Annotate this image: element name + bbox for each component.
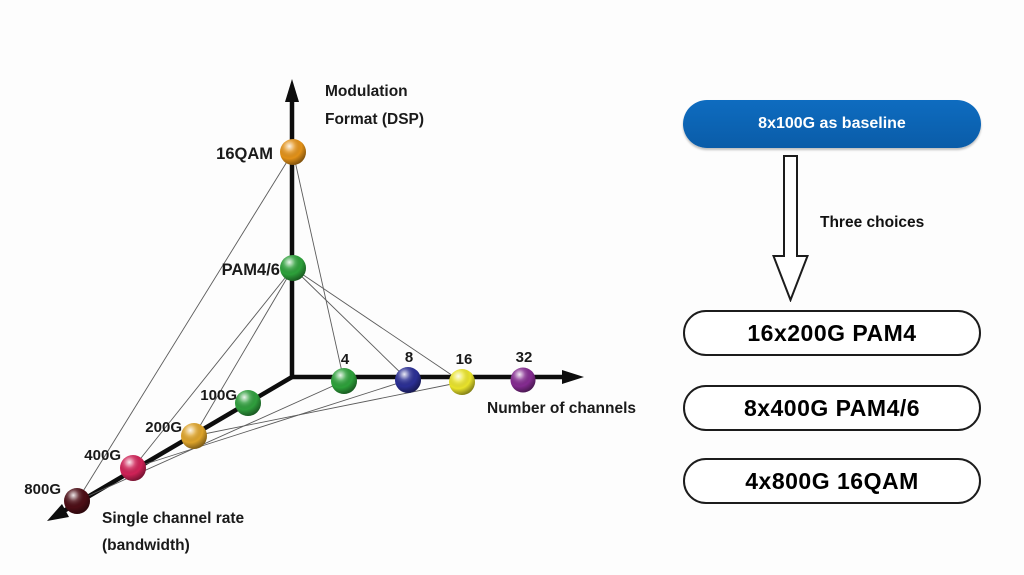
tick-4ch: 4 [341,351,350,368]
tick-32ch: 32 [516,349,533,366]
rate-point-400g [120,455,146,481]
diagonal-axis-label-line2: (bandwidth) [102,537,190,554]
channel-point-4 [331,368,357,394]
vertical-axis-label-line2: Format (DSP) [325,111,424,128]
down-arrow-icon [772,155,809,302]
line-pam46-16ch [292,267,463,383]
choice-pill-4x800g-16qam: 4x800G 16QAM [683,458,981,504]
modulation-point-16qam [280,139,306,165]
tick-200g: 200G [145,419,182,436]
choice-pill-label: 16x200G PAM4 [747,319,917,346]
tradeoff-axes-diagram: Modulation Format (DSP) 16QAM PAM4/6 4 8… [24,79,636,554]
horizontal-axis-label: Number of channels [487,400,636,417]
channel-point-16 [449,369,475,395]
line-400g-8ch [132,379,409,469]
tick-800g: 800G [24,481,61,498]
line-200g-16ch [193,381,463,437]
baseline-pill-label: 8x100G as baseline [758,115,906,132]
baseline-pill: 8x100G as baseline [683,100,981,148]
three-choices-label: Three choices [820,214,925,231]
diagonal-axis-arrowhead [47,504,69,521]
line-pam46-200g [193,267,294,437]
tick-8ch: 8 [405,349,413,366]
tick-100g: 100G [200,387,237,404]
line-pam46-8ch [292,267,409,381]
down-arrow-shape [772,155,809,302]
tick-400g: 400G [84,447,121,464]
line-16qam-800g [76,151,294,502]
axes [47,79,584,521]
rate-point-800g [64,488,90,514]
channel-point-32 [510,367,536,393]
choice-pill-label: 8x400G PAM4/6 [743,394,921,421]
choice-pill-8x400g-pam46: 8x400G PAM4/6 [683,385,981,431]
diagonal-axis-label-line1: Single channel rate [102,510,245,527]
label-16qam: 16QAM [216,145,273,163]
line-16qam-4ch [292,151,345,382]
choice-pill-label: 4x800G 16QAM [745,467,919,494]
horizontal-axis-arrowhead [562,370,584,384]
rate-point-200g [181,423,207,449]
channel-point-8 [395,367,421,393]
line-800g-4ch [76,380,345,502]
label-pam46: PAM4/6 [222,261,280,279]
modulation-point-pam46 [280,255,306,281]
connector-lines [76,151,463,502]
vertical-axis-label-line1: Modulation [325,83,408,100]
line-pam46-400g [132,267,294,469]
choice-pill-16x200g-pam4: 16x200G PAM4 [683,310,981,356]
vertical-axis-arrowhead [285,79,299,102]
tick-16ch: 16 [456,351,473,368]
rate-point-100g [235,390,261,416]
